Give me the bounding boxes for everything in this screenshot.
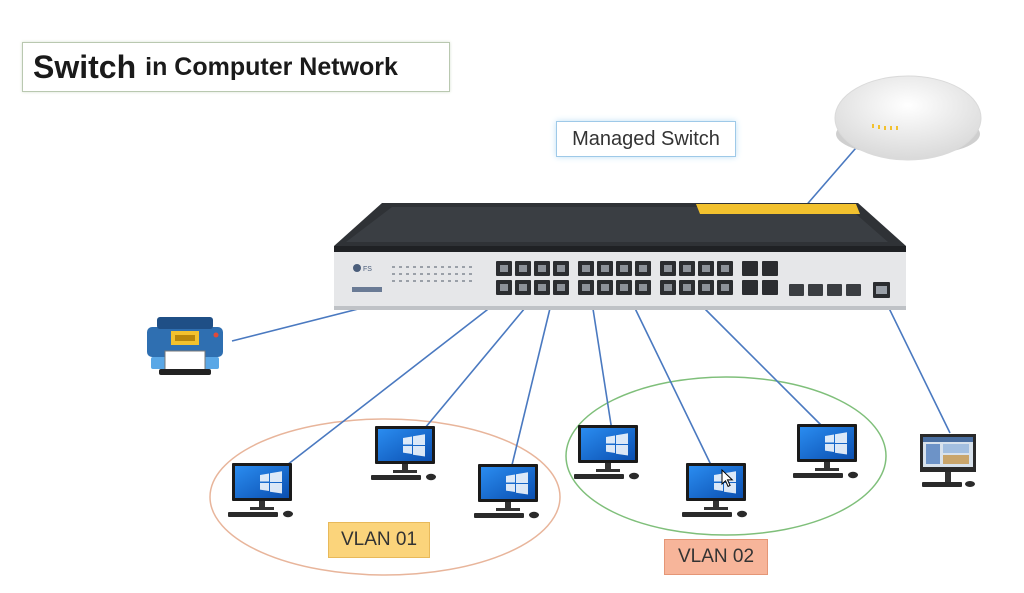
link-pc-1 [286,295,506,466]
link-pc-4 [590,295,613,432]
vlan-01-ellipse [209,418,561,576]
desktop-computer-3 [474,464,539,519]
uplink-port [762,280,778,295]
desktop-computer-1 [228,463,293,518]
title-main: Switch [33,48,137,85]
desktop-computer-4 [574,425,639,480]
access-point-icon [834,75,982,161]
printer-icon [147,317,223,375]
switch-sticker [696,204,860,214]
uplink-port [742,261,758,276]
link-all-in-one [883,297,951,434]
uplink-port [762,261,778,276]
vlan-02-ellipse [565,376,887,536]
mouse-cursor-icon [721,468,734,488]
vlan-01-label: VLAN 01 [328,522,430,558]
desktop-computer-2 [371,426,436,481]
diagram-title: Switch in Computer Network [22,42,450,92]
desktop-computer-5 [682,463,747,518]
desktop-computer-6 [793,424,858,479]
all-in-one-pc-icon [920,434,976,487]
title-rest: in Computer Network [145,52,398,81]
managed-switch-label: Managed Switch [556,121,736,157]
brand-logo [353,264,361,272]
link-pc-3 [511,295,554,466]
sfp-ports [789,284,861,296]
switch-brand: FS [363,266,372,273]
link-pc-6 [691,295,823,427]
link-pc-5 [628,295,713,468]
managed-switch: FS [334,203,906,310]
vlan-02-label: VLAN 02 [664,539,768,575]
uplink-port [742,280,758,295]
link-pc-2 [419,295,536,435]
